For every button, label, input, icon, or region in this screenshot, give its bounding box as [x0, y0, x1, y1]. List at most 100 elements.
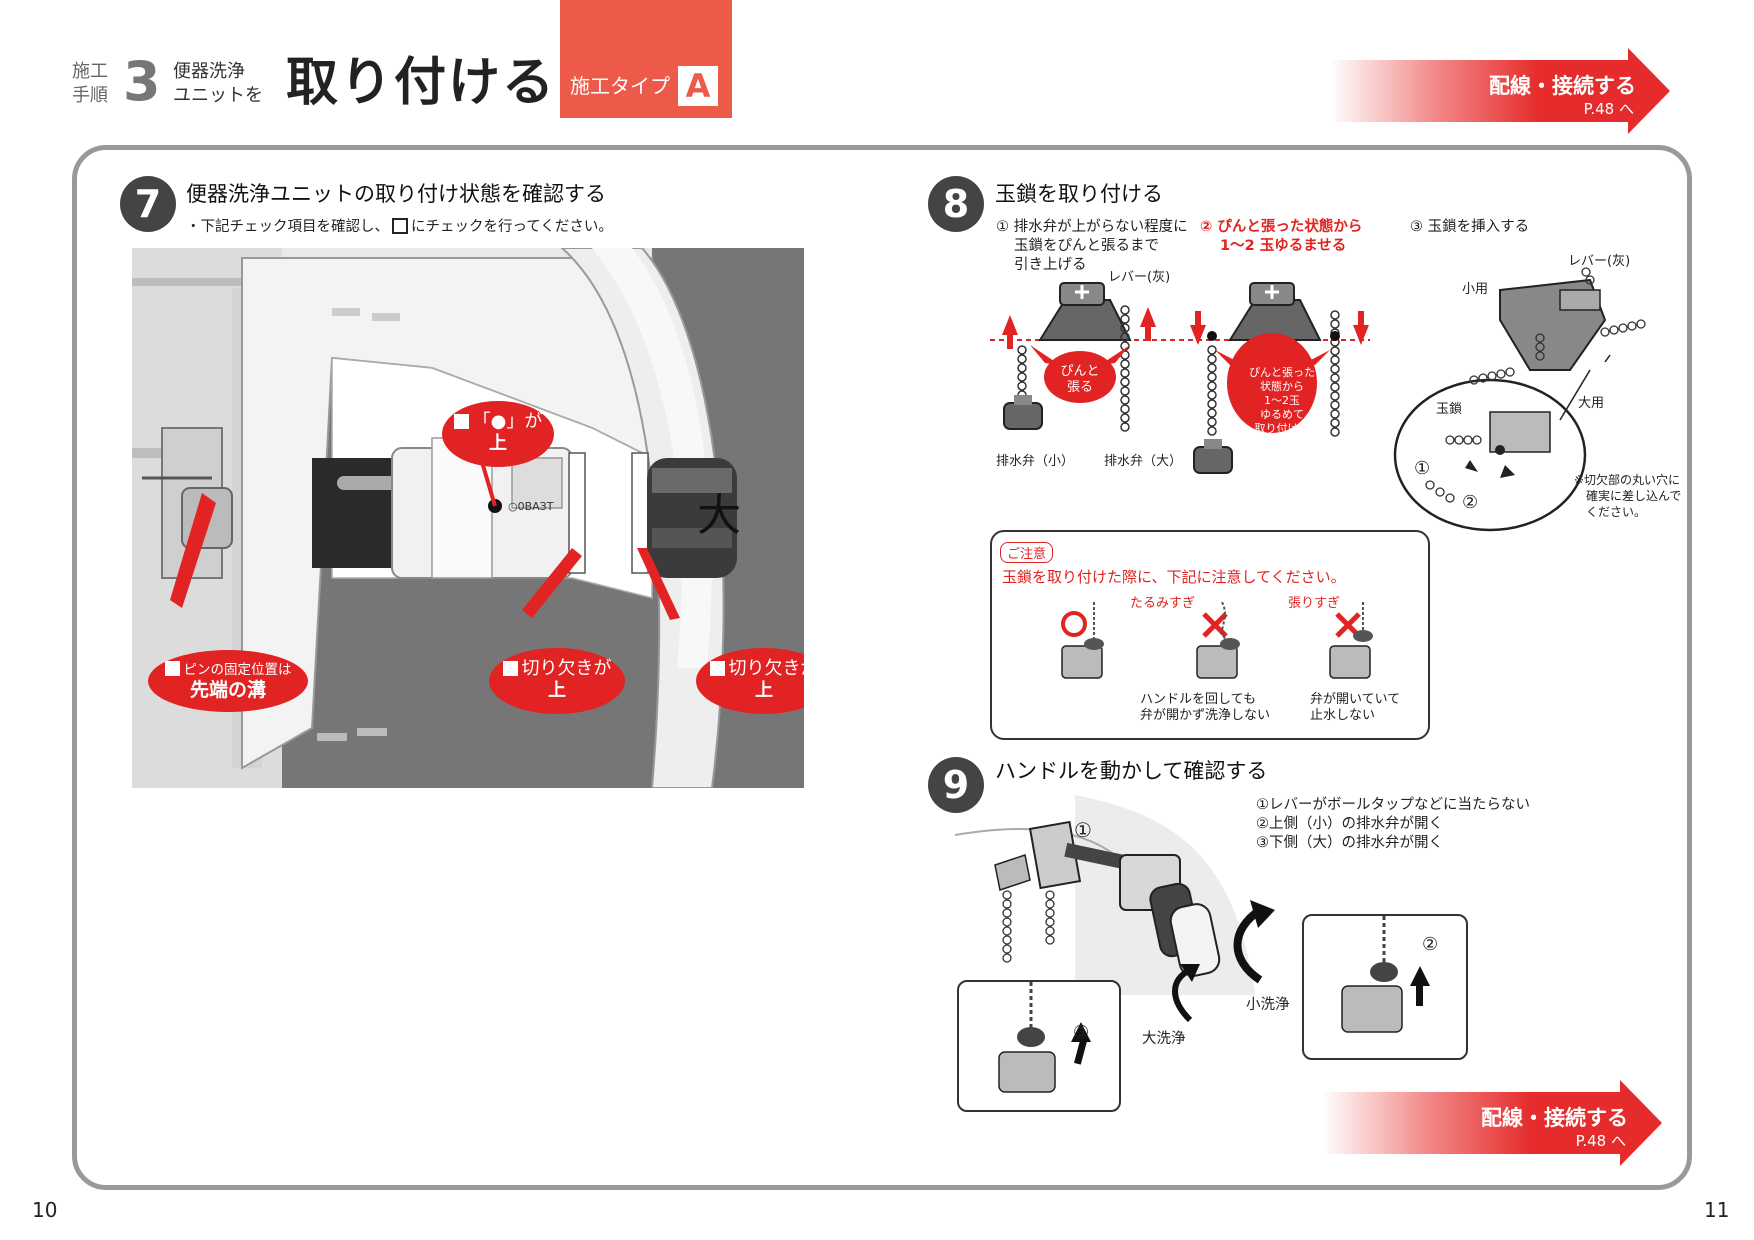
- small-flush-label: 小洗浄: [1246, 997, 1290, 1013]
- large-valve-illustration: [998, 982, 1091, 1093]
- callout-notch-a-line1: 切り欠きが: [521, 658, 612, 679]
- step1-text: ① 排水弁が上がらない程度に 玉鎖をぴんと張るまで 引き上げる: [996, 218, 1188, 275]
- next-step-link-top[interactable]: 配線・接続する P.48 へ: [1330, 48, 1700, 134]
- loose-bubble-line3: 1〜2玉: [1264, 394, 1300, 407]
- slack-desc-line1: ハンドルを回しても: [1140, 692, 1256, 707]
- callout-notch-b-line1: 切り欠きが: [728, 658, 805, 679]
- step-label: 施工 手順: [72, 60, 108, 108]
- loose-bubble-text: ぴんと張った 状態から 1〜2玉 ゆるめて 取り付ける: [1244, 366, 1320, 436]
- step2-line2: 1〜2 玉ゆるませる: [1220, 238, 1347, 254]
- callout-notch-up-b: 切り欠きが 上: [696, 648, 804, 714]
- section-8-badge: 8: [928, 176, 984, 232]
- step3-text: ③ 玉鎖を挿入する: [1410, 219, 1530, 235]
- step-subtitle: 便器洗浄 ユニットを: [173, 60, 263, 108]
- lever-label: レバー(灰): [1108, 270, 1171, 285]
- slack-description: ハンドルを回しても 弁が開かず洗浄しない: [1140, 692, 1270, 724]
- arrow-band: [1322, 1092, 1622, 1154]
- small-use-label: 小用: [1462, 282, 1489, 297]
- rotate-arrows: [1172, 900, 1275, 1023]
- inset-small-valve: ②: [1302, 914, 1468, 1060]
- lever-label-2: レバー(灰): [1568, 254, 1631, 269]
- valve-small-label: 排水弁（小）: [996, 454, 1075, 469]
- caution-illustration: [1061, 602, 1373, 679]
- check-item-2: ②上側（小）の排水弁が開く: [1256, 816, 1443, 832]
- step-label-line1: 施工: [72, 61, 108, 82]
- handle-large-symbol: 大: [697, 490, 741, 541]
- callout-notch-b-line2: 上: [755, 680, 773, 701]
- callout-pin-position: ピンの固定位置は 先端の溝: [148, 650, 308, 712]
- next-step-label: 配線・接続する: [1481, 1106, 1628, 1130]
- page-header: 施工 手順 3 便器洗浄 ユニットを 取り付ける 施工タイプ A: [0, 0, 1754, 130]
- next-step-link-bottom[interactable]: 配線・接続する P.48 へ: [1322, 1080, 1692, 1166]
- inset-circle-three: ③: [1073, 1022, 1090, 1043]
- section-7-title: 便器洗浄ユニットの取り付け状態を確認する: [186, 182, 606, 206]
- curved-arrow-up-icon: [1233, 906, 1263, 984]
- arrow-right-icon: [1620, 1080, 1662, 1166]
- chain-label: 玉鎖: [1436, 402, 1463, 417]
- step-sub-line1: 便器洗浄: [173, 61, 245, 82]
- checkbox-icon: [164, 661, 180, 676]
- tight-bubble-text: ぴんと 張る: [1060, 364, 1100, 396]
- arrow-right-icon: [1628, 48, 1670, 134]
- notch-note-line1: ※切欠部の丸い穴に: [1574, 473, 1681, 487]
- callout-pin-line2: 先端の溝: [189, 679, 266, 701]
- checkbox-icon: [392, 218, 408, 234]
- checkbox-icon: [453, 414, 469, 429]
- circle-two: ②: [1462, 492, 1479, 513]
- next-step-page: P.48 へ: [1575, 1132, 1626, 1150]
- check-item-3: ③下側（大）の排水弁が開く: [1256, 835, 1443, 851]
- callout-dot-up: 「●」が 上: [442, 401, 554, 467]
- page-number-left: 10: [32, 1198, 58, 1222]
- step-sub-line2: ユニットを: [173, 85, 263, 106]
- valve-large-label: 排水弁（大）: [1104, 454, 1183, 469]
- slack-desc-line2: 弁が開かず洗浄しない: [1140, 708, 1271, 723]
- arrow-band: [1330, 60, 1630, 122]
- note-text-after: にチェックを行ってください。: [411, 219, 613, 235]
- large-use-label: 大用: [1578, 396, 1605, 411]
- tight-bubble-line2: 張る: [1066, 380, 1093, 395]
- inset-large-valve: ③: [957, 980, 1121, 1112]
- caution-tag: ご注意: [1000, 542, 1054, 563]
- chain-insert-diagram: [1393, 267, 1646, 532]
- install-type-label: 施工タイプ: [570, 74, 670, 98]
- curved-arrow-down-icon: [1172, 967, 1193, 1023]
- chain-tension-diagram: [990, 282, 1370, 474]
- step1-line3: 引き上げる: [1014, 257, 1087, 273]
- step2-text: ② ぴんと張った状態から 1〜2 玉ゆるませる: [1200, 218, 1362, 256]
- section-7-note: ・下記チェック項目を確認し、にチェックを行ってください。: [186, 218, 613, 237]
- section-9-badge: 9: [928, 757, 984, 813]
- loose-bubble-line5: 取り付ける: [1254, 422, 1310, 435]
- tight-desc-line1: 弁が開いていて: [1310, 692, 1401, 707]
- caution-text: 玉鎖を取り付けた際に、下記に注意してください。: [1002, 568, 1346, 586]
- loose-bubble-line2: 状態から: [1260, 380, 1304, 393]
- page-number-right: 11: [1704, 1198, 1730, 1222]
- section-7-badge: 7: [120, 176, 176, 232]
- step1-line2: 玉鎖をぴんと張るまで: [1014, 238, 1159, 254]
- photo-serial-text: ○0ВАЗТ: [508, 500, 554, 513]
- install-type-badge: 施工タイプ A: [560, 0, 732, 118]
- tight-description: 弁が開いていて 止水しない: [1310, 692, 1400, 724]
- checkbox-icon: [502, 661, 518, 676]
- step-label-line2: 手順: [72, 85, 108, 106]
- loose-bubble-line1: ぴんと張った: [1249, 366, 1315, 379]
- section-8-title: 玉鎖を取り付ける: [995, 182, 1163, 206]
- too-slack-label: たるみすぎ: [1130, 596, 1196, 611]
- tight-desc-line2: 止水しない: [1310, 708, 1376, 723]
- caution-box: ご注意 玉鎖を取り付けた際に、下記に注意してください。 たるみすぎ 張りすぎ ハ…: [990, 530, 1430, 740]
- op-circle-one: ①: [1074, 818, 1092, 842]
- unit-installation-photo: ○0ВАЗТ 大 「●」が 上 ピンの固定位置は 先端の溝 切り欠きが 上 切り…: [132, 248, 804, 788]
- section-9-title: ハンドルを動かして確認する: [995, 759, 1268, 783]
- small-valve-illustration: [1341, 916, 1430, 1033]
- step1-line1: ① 排水弁が上がらない程度に: [996, 219, 1188, 235]
- circle-one: ①: [1414, 458, 1431, 479]
- callout-notch-a-line2: 上: [548, 680, 566, 701]
- notch-note: ※切欠部の丸い穴に 確実に差し込んで ください。: [1574, 472, 1681, 520]
- notch-note-line3: ください。: [1586, 505, 1647, 519]
- callout-notch-up-a: 切り欠きが 上: [489, 648, 625, 714]
- inset-circle-two: ②: [1422, 934, 1439, 955]
- callout-pin-line1: ピンの固定位置は: [183, 662, 292, 678]
- tight-bubble-line1: ぴんと: [1060, 364, 1100, 379]
- large-flush-label: 大洗浄: [1142, 1031, 1186, 1047]
- step-number: 3: [123, 50, 161, 113]
- callout-dot-line1: 「●」が: [472, 411, 543, 432]
